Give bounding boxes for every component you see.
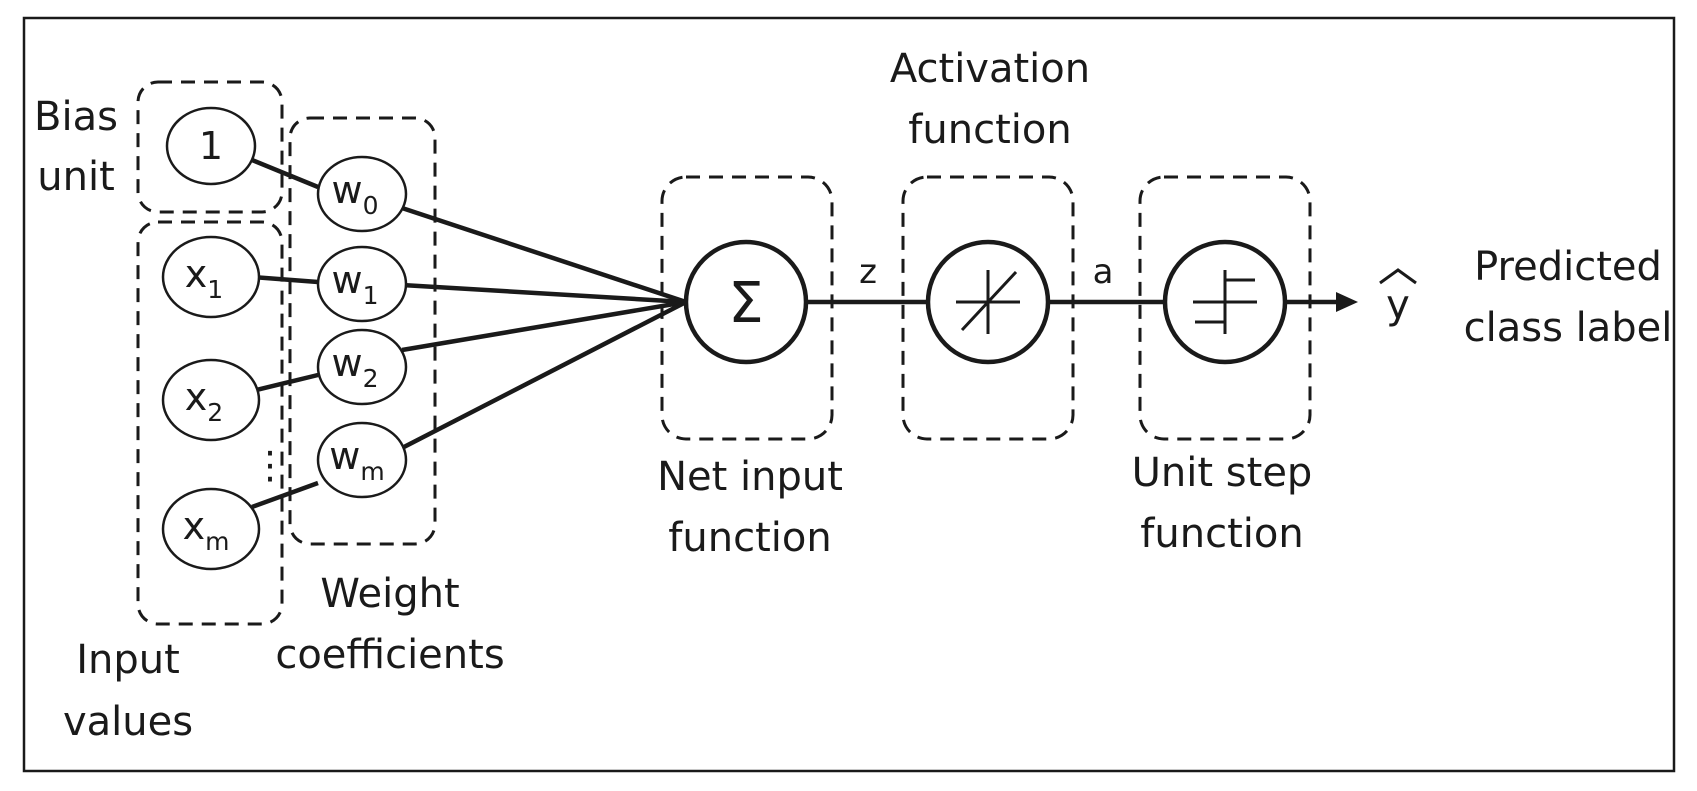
edge-w1-sum [401,282,687,305]
input-node-1-label: x1 [185,252,223,304]
edge-x2-w2 [251,372,319,394]
activation-box [901,175,1075,441]
a-label: a [1093,252,1114,292]
input-node-m-label: xm [183,504,230,556]
net-input-label-line1: Net input [657,454,843,500]
sum-symbol: Σ [728,271,763,336]
weight-node-1 [316,245,408,323]
edge-w0-sum [401,205,687,305]
input-node-1 [161,235,261,319]
activation-label-line1: Activation [890,46,1090,92]
net-input-label-line2: function [668,515,831,561]
output-hat-mark [1379,268,1417,285]
output-y-hat: y [1386,282,1410,328]
predicted-label-line1: Predicted [1474,244,1662,290]
edge-xm-wm [251,480,319,510]
input-node-m [161,487,261,571]
weight-node-1-label: w1 [332,258,379,310]
output-arrowhead [1336,292,1358,312]
bias-node [165,106,257,186]
bias-unit-label-line1: Bias [34,94,118,140]
bias-unit-label-line2: unit [37,154,115,200]
input-node-2 [161,358,261,442]
bias-group-box [136,80,284,214]
weight-node-0-label: w0 [332,168,379,220]
weight-coefficients-label-line1: Weight [320,571,459,617]
unit-step-icon [1193,270,1257,334]
edge-w2-sum [401,299,687,353]
edge-x1-w1 [251,274,319,285]
linear-activation-icon [956,270,1020,334]
weight-node-m-label: wm [329,434,384,486]
weight-node-2-label: w2 [332,341,379,393]
activation-label-line2: function [908,107,1071,153]
weight-group-box [288,116,437,546]
predicted-label-line2: class label [1464,305,1673,351]
unit-step-label-line2: function [1140,511,1303,557]
weight-coefficients-label-line2: coefficients [275,632,504,678]
weight-node-m [316,421,408,499]
edge-wm-sum [400,299,688,451]
sum-node [683,239,809,365]
input-values-label-line1: Input [76,637,180,683]
input-node-2-label: x2 [185,375,223,427]
z-label: z [859,252,877,292]
weight-node-2 [316,328,408,406]
input-values-label-line2: values [63,699,193,745]
input-group-box [136,220,284,626]
figure-frame [22,16,1676,773]
weight-node-0 [316,155,408,233]
bias-node-label: 1 [199,124,223,168]
edge-bias-w0 [251,157,319,190]
unit-step-box [1138,175,1312,441]
input-ellipsis: ⋮ [251,443,289,487]
unit-step-label-line1: Unit step [1132,450,1313,496]
